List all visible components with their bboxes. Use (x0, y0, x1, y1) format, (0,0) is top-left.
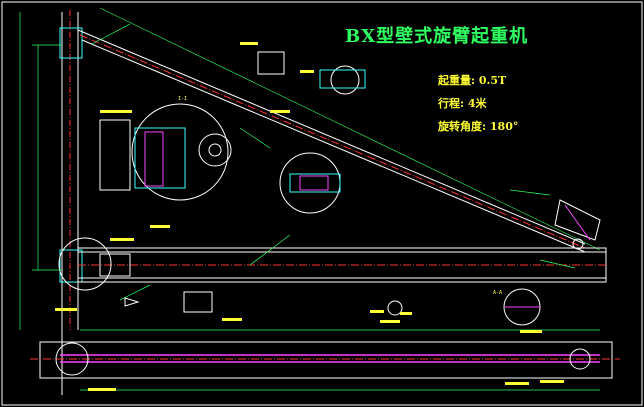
plan-view-boom (30, 341, 620, 379)
boom (77, 247, 607, 283)
spec-travel: 行程: 4米 (438, 97, 487, 110)
direction-arrow (124, 297, 140, 307)
detail-views (58, 51, 541, 326)
spec-capacity: 起重量: 0.5T (438, 74, 507, 87)
drawing-title: BX型壁式旋臂起重机 (345, 26, 529, 47)
section-label-2: A-A (493, 290, 503, 296)
section-label-1: I-I (178, 96, 188, 102)
wall-column (59, 10, 83, 395)
tie-rod (77, 7, 601, 253)
boom-tip (554, 199, 601, 250)
dimension-lines (19, 12, 600, 391)
annotations (55, 42, 564, 391)
spec-rotation: 旋转角度: 180° (438, 120, 519, 133)
